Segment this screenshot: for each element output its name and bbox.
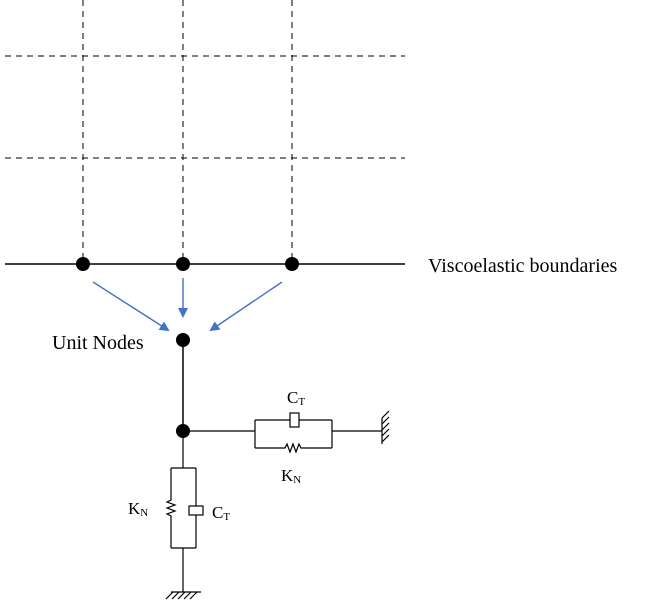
- horizontal-spring-damper: [183, 412, 382, 454]
- vertical-ground-icon: [165, 591, 201, 600]
- boundary-node-right: [285, 257, 299, 271]
- horizontal-spring: [255, 442, 332, 454]
- arrow-from-left-node: [92, 281, 170, 332]
- horizontal-damper-label: CT: [287, 388, 305, 408]
- horizontal-damper-body: [289, 412, 300, 428]
- vertical-spring: [165, 468, 177, 548]
- mesh-grid: [5, 0, 405, 262]
- vertical-damper-body: [188, 505, 204, 516]
- boundary-nodes: [76, 257, 299, 271]
- boundary-label: Viscoelastic boundaries: [428, 255, 618, 277]
- boundary-node-middle: [176, 257, 190, 271]
- horizontal-ground-icon: [381, 410, 390, 444]
- vertical-damper-label: CT: [212, 503, 230, 523]
- vertical-spring-label: KN: [128, 499, 148, 519]
- horizontal-spring-label: KN: [281, 466, 301, 486]
- unit-nodes-label: Unit Nodes: [52, 332, 144, 354]
- boundary-node-left: [76, 257, 90, 271]
- vertical-spring-damper: [165, 431, 204, 592]
- arrow-from-right-node: [209, 281, 283, 332]
- converging-arrows: [92, 278, 283, 332]
